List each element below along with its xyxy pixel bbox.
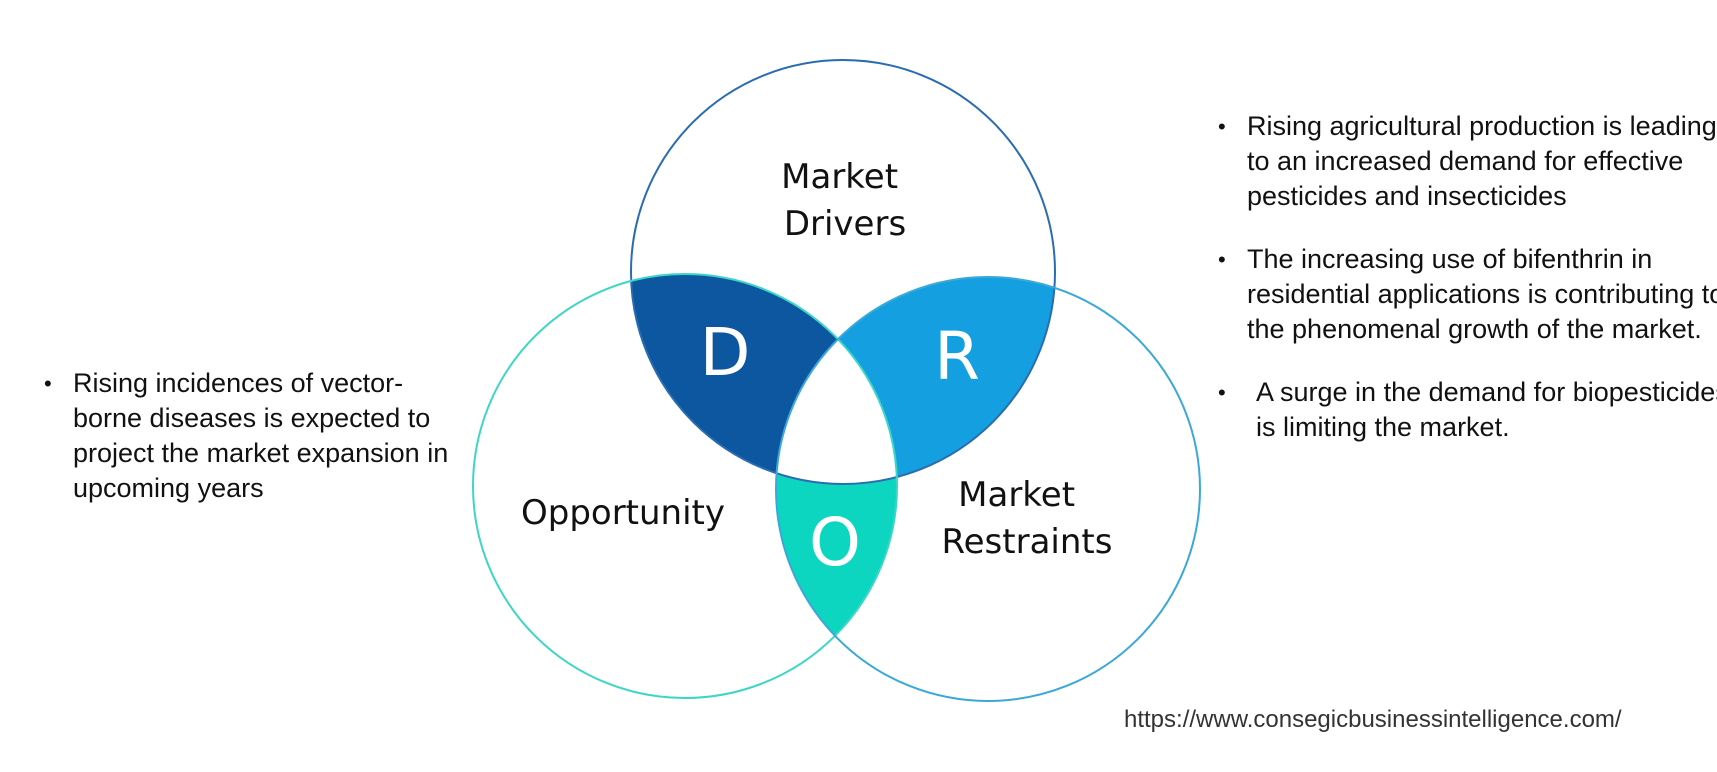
opportunity-label: Opportunity [521,493,725,533]
restraints-label-line-2: Restraints [942,522,1113,562]
restraints-circle [775,276,1201,702]
restraint-bullet: A surge in the demand for biopesticides … [1218,375,1717,445]
overlap-r-region [776,277,1055,484]
drivers-circle [630,59,1056,485]
source-url: https://www.consegicbusinessintelligence… [1124,706,1622,733]
opportunity-bullet-list: Rising incidences of vector-borne diseas… [44,366,464,534]
driver-bullet-2: The increasing use of bifenthrin in resi… [1218,242,1717,347]
overlap-d-letter: D [700,314,751,391]
driver-bullet-1: Rising agricultural production is leadin… [1218,109,1717,214]
overlap-d-region [631,274,897,484]
drivers-restraints-bullet-list: Rising agricultural production is leadin… [1218,109,1717,473]
restraints-label-line-1: Market [958,475,1075,515]
drivers-label-line-2: Drivers [784,204,906,244]
drivers-label-line-1: Market [781,157,898,197]
restraints-label: Market Restraints [942,475,1113,562]
opportunity-circle [472,273,898,699]
overlap-r-letter: R [934,318,980,395]
drivers-label: Market Drivers [781,157,909,244]
opportunity-bullet: Rising incidences of vector-borne diseas… [44,366,464,506]
overlap-o-letter: O [809,504,861,581]
